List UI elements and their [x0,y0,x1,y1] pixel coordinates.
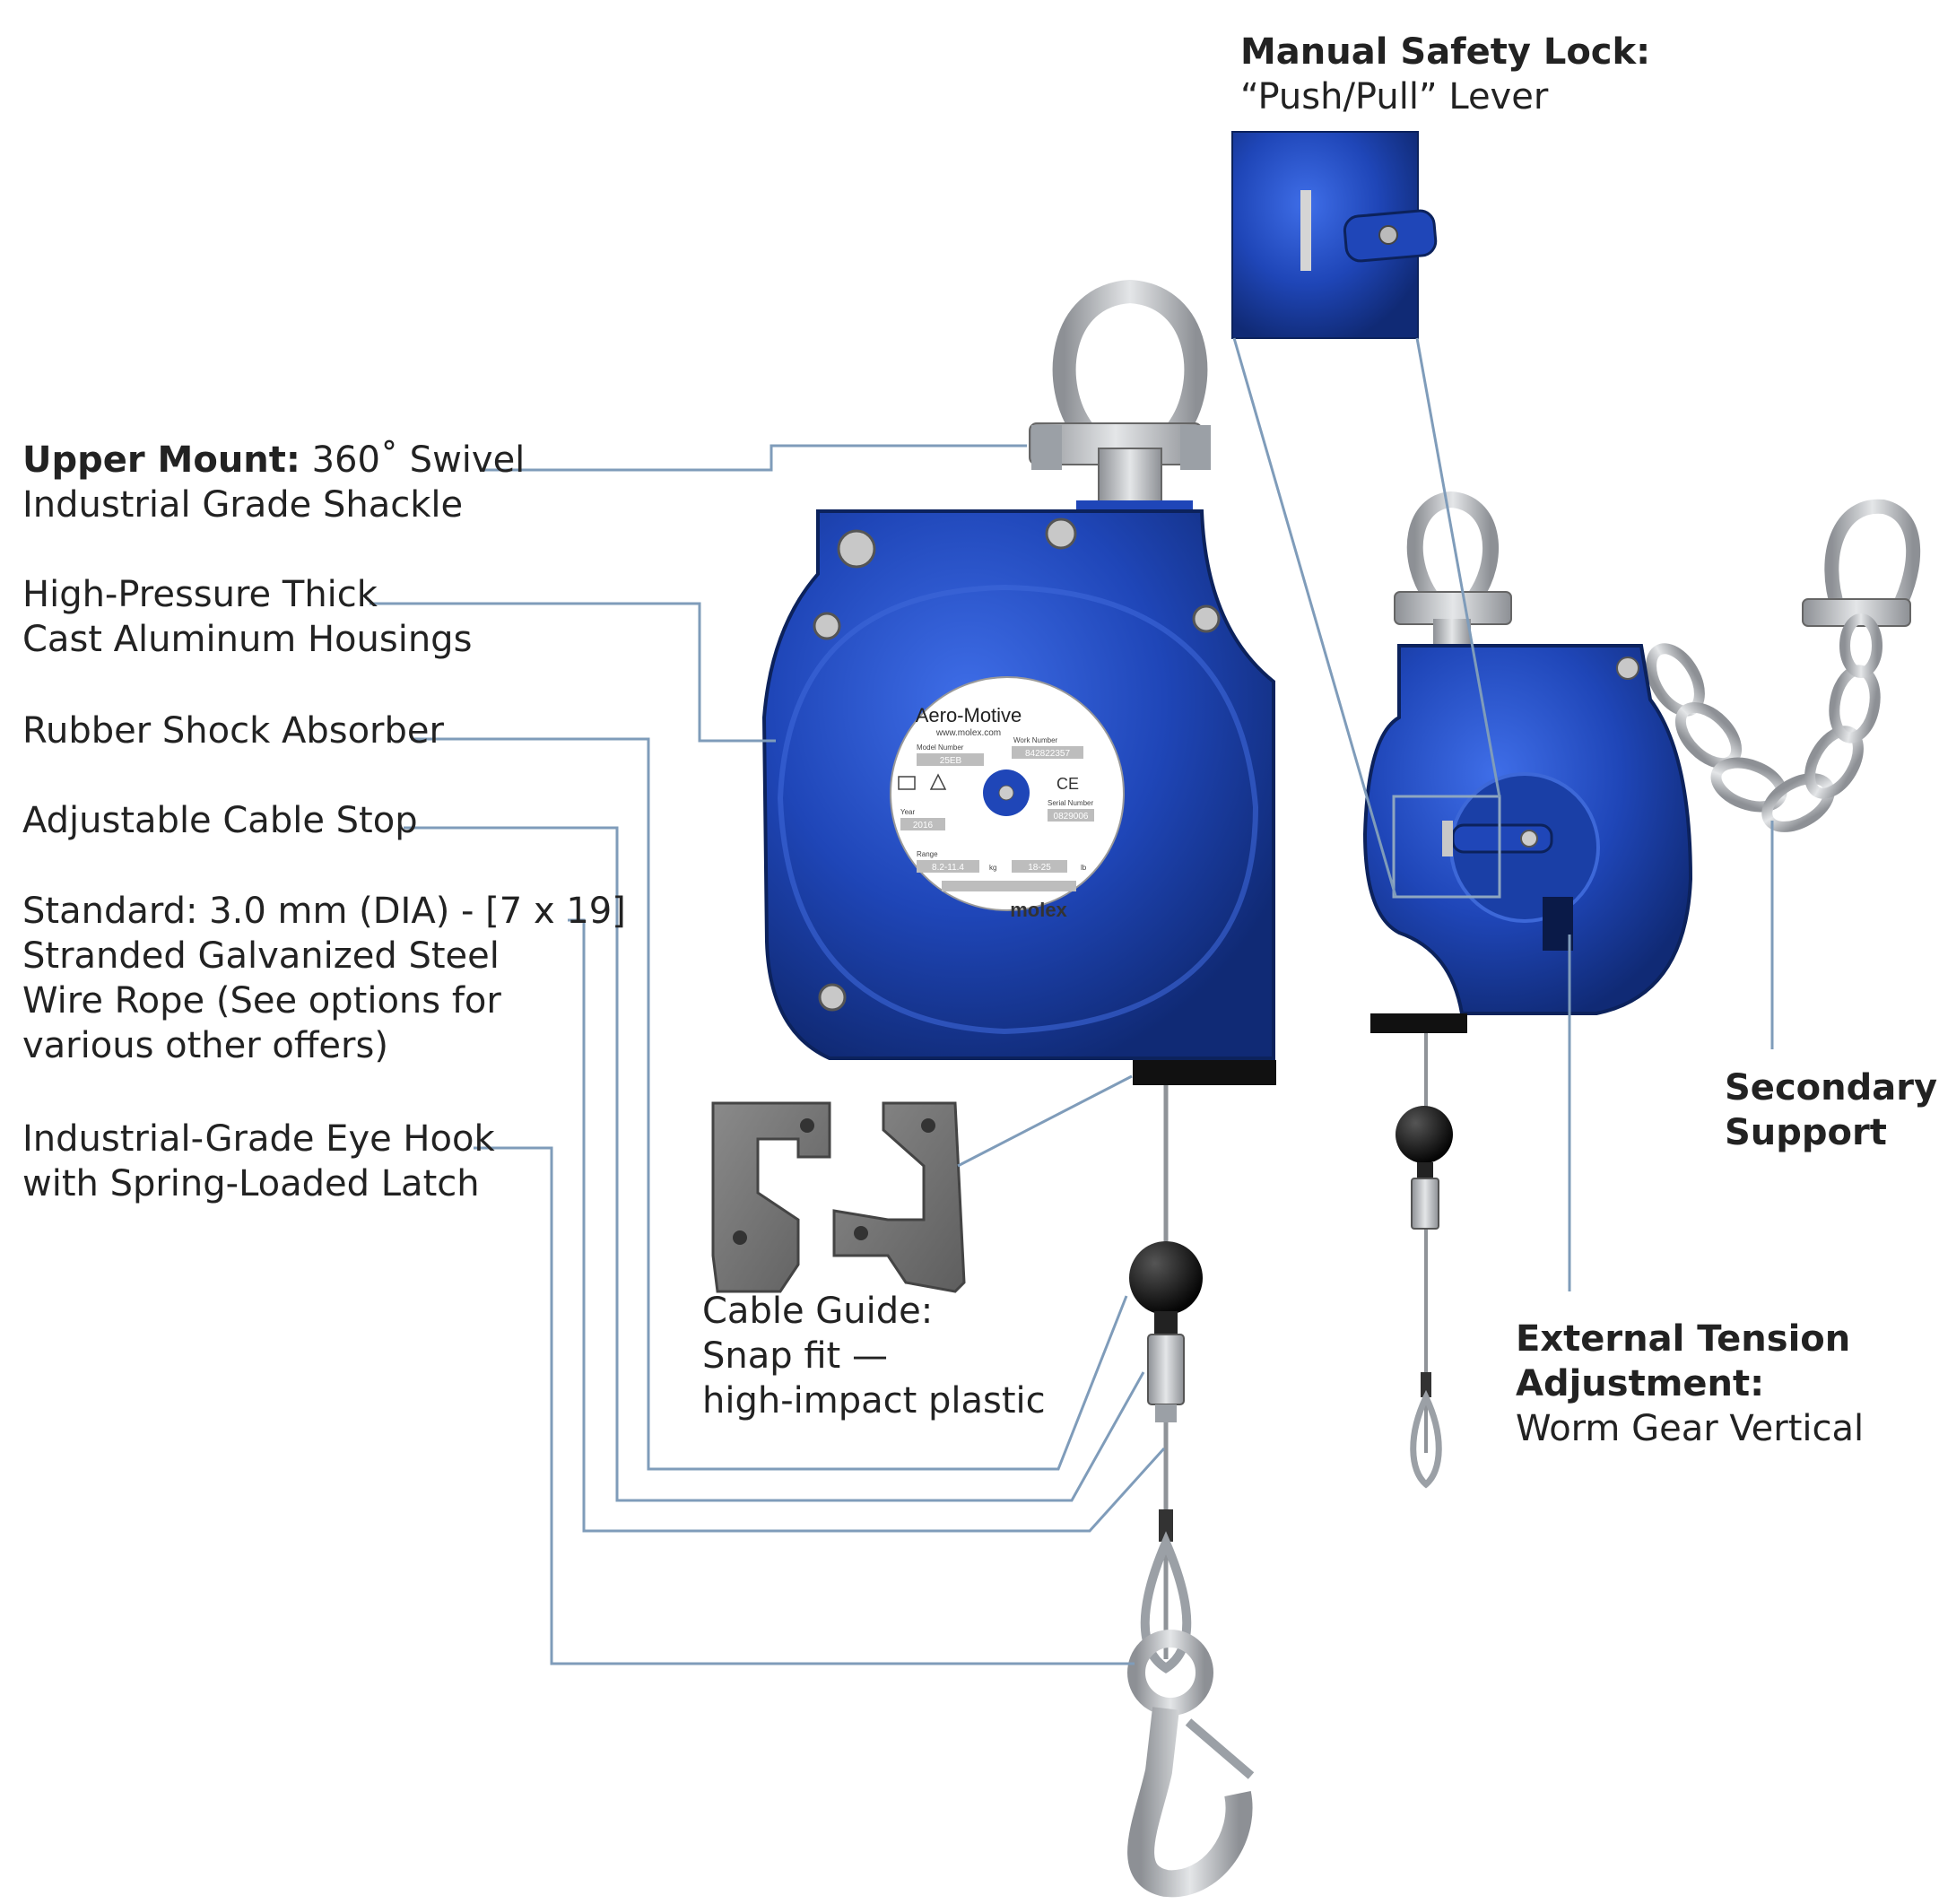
label-upper-mount: Upper Mount: 360˚ Swivel Industrial Grad… [22,438,525,527]
label-upper-mount-title: Upper Mount: [22,439,300,481]
nameplate-model-value: 25EB [940,756,962,766]
nameplate-serial-value: 0829006 [1054,812,1089,822]
nameplate-work-value: 842822357 [1025,749,1070,759]
leader-upper-mount [483,444,1027,472]
cable-stop-bracket [1133,1060,1276,1085]
leader-wire-rope [568,918,1166,1533]
label-upper-mount-line2: Industrial Grade Shackle [22,484,464,526]
label-tension-adjust: External Tension Adjustment: Worm Gear V… [1516,1318,1865,1449]
nameplate-range-lb: 18-25 [1028,863,1051,873]
leader-cable-stop [404,826,1145,1502]
leader-cable-guide [957,1074,1133,1168]
nameplate-model-label: Model Number [917,743,964,752]
nameplate-work-label: Work Number [1013,736,1058,744]
leader-shock-absorber [411,737,1128,1471]
leader-safety-lock-left [1232,337,1397,897]
cable-guide-parts [711,1101,966,1293]
label-upper-mount-text: 360˚ Swivel [311,439,526,481]
label-housing: High-Pressure Thick Cast Aluminum Housin… [22,574,473,660]
label-safety-lock-title: Manual Safety Lock: [1240,31,1651,73]
nameplate-year-label: Year [900,808,916,816]
secondary-balancer [1362,491,1921,1489]
upper-shackle [1052,279,1208,438]
nameplate-ce-mark: CE [1056,775,1079,793]
label-wire-rope: Standard: 3.0 mm (DIA) - [7 x 19] Strand… [22,891,626,1066]
leader-housing [370,602,776,743]
nameplate-range-kg: 8.2-11.4 [932,863,964,873]
main-balancer: Aero-Motive www.molex.com Model Number W… [761,279,1276,1898]
label-cable-guide: Cable Guide: Snap fit — high-impact plas… [702,1291,1046,1421]
eye-hook [1127,1630,1255,1898]
leader-eye-hook [474,1146,1135,1665]
nameplate-lb-unit: lb [1081,864,1087,872]
safety-lock-inset [1231,131,1438,339]
label-shock-absorber: Rubber Shock Absorber [22,710,444,752]
nameplate: Aero-Motive www.molex.com Model Number W… [890,676,1125,921]
nameplate-year-value: 2016 [913,821,934,830]
safety-lock-highlight-box [1392,795,1501,899]
nameplate-serial-label: Serial Number [1048,799,1093,807]
secondary-support-chain [1646,613,1882,832]
label-eye-hook: Industrial-Grade Eye Hook with Spring-Lo… [22,1118,495,1204]
label-safety-lock: Manual Safety Lock: “Push/Pull” Lever [1240,31,1651,117]
leader-safety-lock-right [1415,337,1501,798]
nameplate-website: www.molex.com [935,728,1001,738]
nameplate-brand: Aero-Motive [916,704,1022,726]
nameplate-range-label: Range [917,850,938,858]
label-secondary-support: Secondary Support [1725,1067,1938,1153]
label-cable-stop: Adjustable Cable Stop [22,800,418,841]
nameplate-kg-unit: kg [989,864,996,872]
nameplate-maker: molex [1010,899,1067,921]
rubber-shock-absorber [1129,1241,1203,1315]
